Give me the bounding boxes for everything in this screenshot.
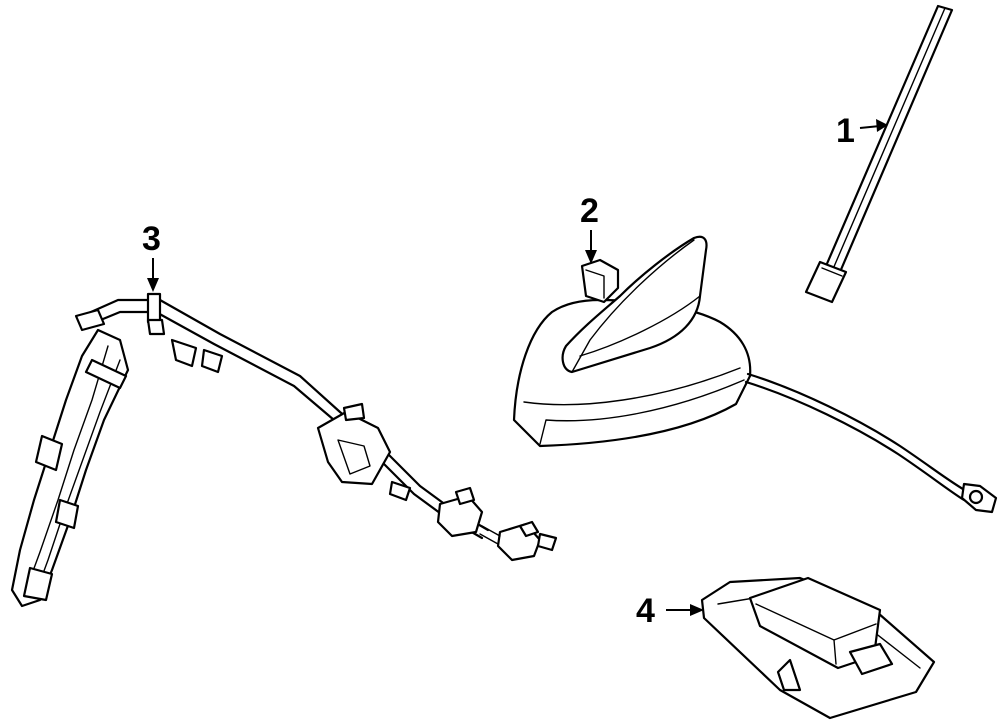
part-2-shark-fin-antenna: [512, 235, 998, 514]
callout-number: 2: [580, 192, 599, 230]
callout-2: 2: [580, 192, 599, 264]
part-1-antenna-mast: [804, 4, 954, 304]
callout-4: 4: [636, 592, 704, 630]
callout-number: 4: [636, 592, 655, 630]
part-4-antenna-module: [700, 576, 936, 720]
callout-number: 3: [142, 220, 161, 258]
callout-number: 1: [836, 112, 855, 150]
part-3-cable-harness: [10, 292, 558, 608]
callout-1: 1: [836, 112, 888, 150]
callout-3: 3: [142, 220, 161, 292]
